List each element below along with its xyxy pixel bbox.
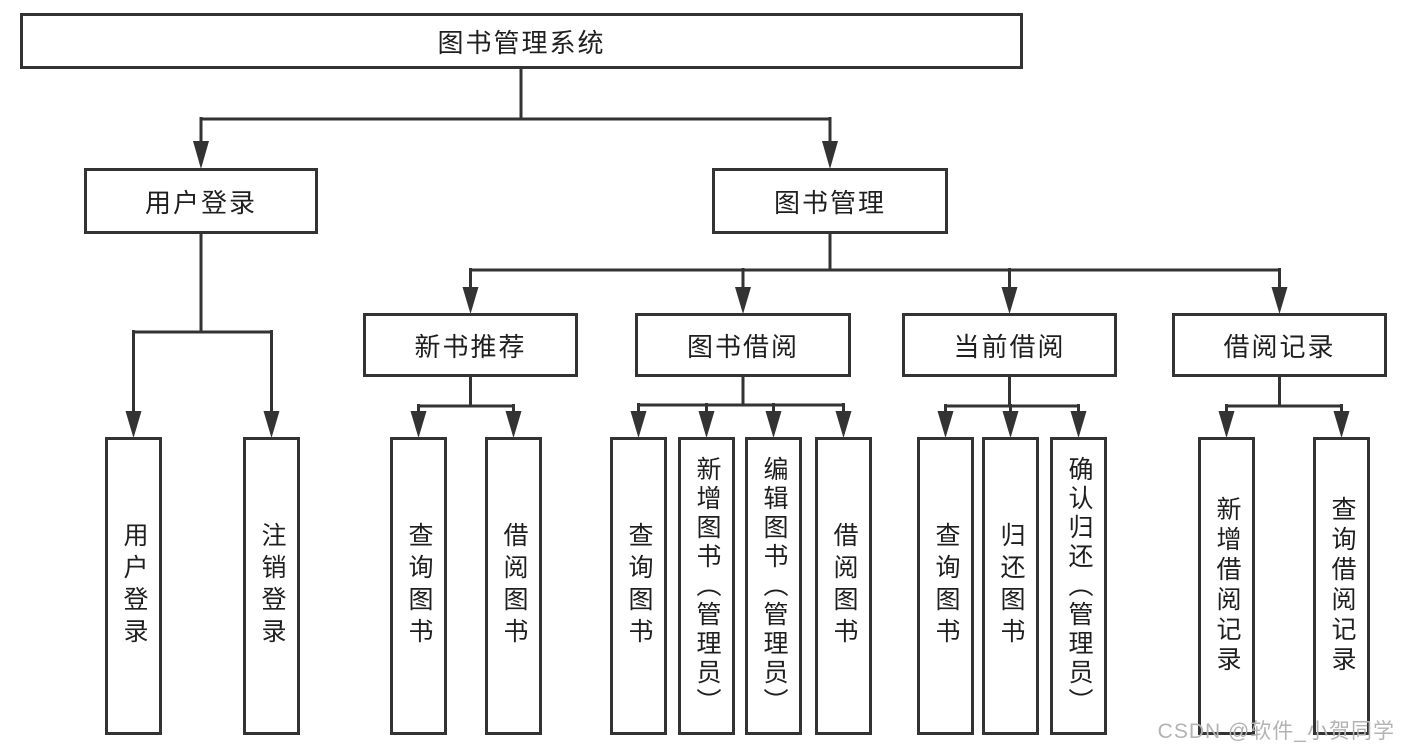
- leaf-add-books-admin: 新增图书（管理员）: [678, 437, 735, 735]
- node-current-borrowing-label: 当前借阅: [953, 331, 1066, 362]
- leaf-query-books-3: 查询图书: [917, 437, 974, 735]
- leaf-borrow-books-1: 借阅图书: [485, 437, 542, 735]
- node-library-management-system: 图书管理系统: [20, 13, 1023, 69]
- leaf-confirm-return-admin: 确认归还（管理员）: [1050, 437, 1107, 735]
- node-library-management-system-label: 图书管理系统: [437, 27, 606, 58]
- node-borrowing-records: 借阅记录: [1172, 313, 1387, 377]
- node-current-borrowing: 当前借阅: [902, 313, 1117, 377]
- leaf-edit-books-admin: 编辑图书（管理员）: [745, 437, 802, 735]
- leaf-borrow-books-2: 借阅图书: [815, 437, 872, 735]
- node-book-borrowing: 图书借阅: [635, 313, 851, 377]
- leaf-query-books-1: 查询图书: [390, 437, 447, 735]
- leaf-user-login: 用户登录: [105, 437, 162, 735]
- leaf-query-books-2: 查询图书: [610, 437, 667, 735]
- node-user-login-label: 用户登录: [144, 187, 257, 218]
- node-book-management: 图书管理: [712, 168, 948, 234]
- node-new-book-recommend: 新书推荐: [363, 313, 578, 377]
- node-user-login: 用户登录: [84, 168, 318, 234]
- leaf-return-books: 归还图书: [982, 437, 1039, 735]
- node-borrowing-records-label: 借阅记录: [1223, 331, 1336, 362]
- connector-arrowheads: [125, 141, 1350, 438]
- leaf-logout: 注销登录: [243, 437, 300, 735]
- leaf-add-borrow-record: 新增借阅记录: [1198, 437, 1255, 735]
- csdn-watermark: CSDN @软件_小贺同学: [1157, 720, 1395, 743]
- node-book-management-label: 图书管理: [773, 187, 886, 218]
- leaf-query-borrow-record: 查询借阅记录: [1313, 437, 1370, 735]
- node-book-borrowing-label: 图书借阅: [686, 331, 799, 362]
- node-new-book-recommend-label: 新书推荐: [414, 331, 527, 362]
